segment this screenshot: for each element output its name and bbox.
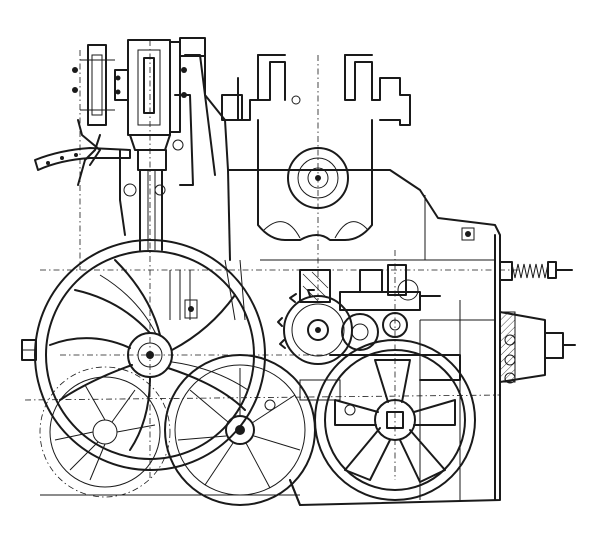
gear-train [277,264,441,365]
left-bolt [21,339,37,361]
lever-arm [34,147,131,171]
right-spring-rod [499,261,573,281]
main-frame [204,54,501,506]
frame-ribs [169,259,246,321]
lower-middle-wheel [164,354,316,506]
lower-left-wheel [39,366,171,498]
base-housing [40,354,461,506]
lower-right-wheel [314,339,476,501]
right-bracket [499,311,576,384]
valve-gear-mechanism [72,37,216,251]
upper-bearing-yoke [221,54,411,241]
large-flywheel [34,239,266,471]
